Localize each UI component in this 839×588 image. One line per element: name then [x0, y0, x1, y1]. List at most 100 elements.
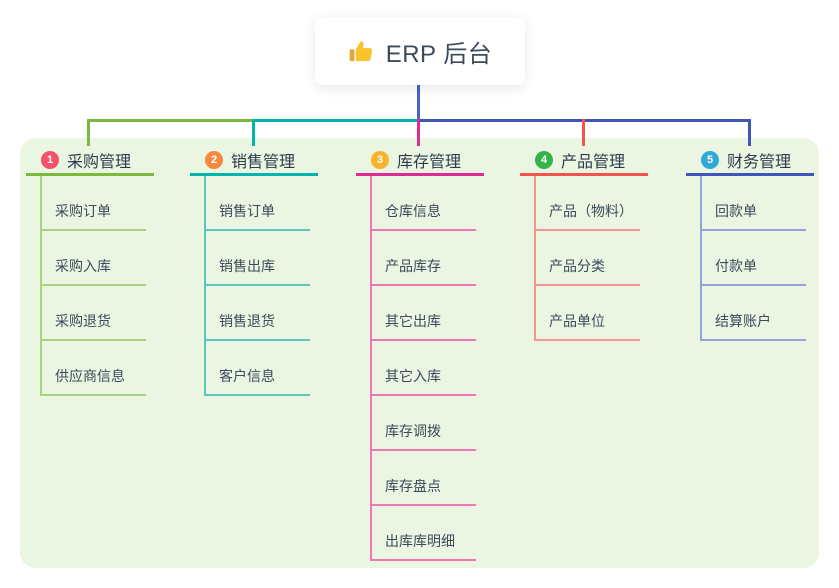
drop-line-finance [748, 119, 751, 146]
child-underline [370, 339, 476, 341]
bus-line-sales [252, 119, 419, 122]
child-node[interactable]: 产品库存 [356, 231, 484, 286]
branch-sales: 2 销售管理 销售订单 销售出库 销售退货 客户信息 [190, 146, 318, 396]
branch-header-inventory[interactable]: 3 库存管理 [356, 146, 484, 173]
child-node-label: 采购退货 [55, 313, 111, 329]
thumbs-up-icon [349, 40, 372, 61]
child-underline [204, 284, 310, 286]
child-node-label: 采购订单 [55, 203, 111, 219]
child-underline [370, 559, 476, 561]
branch-spine-line [700, 176, 702, 341]
child-node-label: 其它入库 [385, 368, 441, 384]
child-node[interactable]: 销售出库 [190, 231, 318, 286]
child-underline [40, 339, 146, 341]
branch-spine-line [534, 176, 536, 341]
bus-line-purchase [87, 119, 254, 122]
child-node-label: 销售订单 [219, 203, 275, 219]
child-underline [700, 229, 806, 231]
child-underline [40, 394, 146, 396]
drop-line-sales [252, 119, 255, 146]
child-underline [370, 394, 476, 396]
branch-label: 采购管理 [67, 153, 132, 171]
child-node-label: 供应商信息 [55, 368, 125, 384]
child-underline [40, 284, 146, 286]
child-node-label: 客户信息 [219, 368, 275, 384]
branch-header-finance[interactable]: 5 财务管理 [686, 146, 814, 173]
branch-number-badge: 4 [535, 150, 553, 169]
branch-label: 财务管理 [727, 153, 792, 171]
branch-label: 销售管理 [231, 153, 296, 171]
child-node-label: 产品（物料） [549, 203, 633, 219]
branch-finance: 5 财务管理 回款单 付款单 结算账户 [686, 146, 814, 341]
child-node-label: 产品库存 [385, 258, 441, 274]
child-node-label: 销售出库 [219, 258, 275, 274]
branch-number-badge: 5 [701, 150, 719, 169]
child-node[interactable]: 产品单位 [520, 286, 648, 341]
drop-line-product [582, 119, 585, 146]
child-node[interactable]: 采购退货 [26, 286, 154, 341]
child-node[interactable]: 回款单 [686, 176, 814, 231]
child-node-label: 出库库明细 [385, 533, 455, 549]
child-underline [700, 339, 806, 341]
child-node[interactable]: 销售订单 [190, 176, 318, 231]
child-underline [40, 229, 146, 231]
branch-spine-line [370, 176, 372, 561]
child-node-label: 产品单位 [549, 313, 605, 329]
root-node[interactable]: ERP 后台 [315, 17, 525, 85]
child-underline [370, 449, 476, 451]
branch-header-purchase[interactable]: 1 采购管理 [26, 146, 154, 173]
child-node-label: 其它出库 [385, 313, 441, 329]
child-node[interactable]: 采购入库 [26, 231, 154, 286]
child-node-label: 仓库信息 [385, 203, 441, 219]
child-underline [534, 339, 640, 341]
child-node[interactable]: 付款单 [686, 231, 814, 286]
child-underline [204, 229, 310, 231]
branch-inventory: 3 库存管理 仓库信息 产品库存 其它出库 其它入库 库存调拨 [356, 146, 484, 561]
child-underline [534, 229, 640, 231]
child-node[interactable]: 产品分类 [520, 231, 648, 286]
child-underline [204, 339, 310, 341]
branch-underline [520, 173, 648, 176]
child-node-label: 采购入库 [55, 258, 111, 274]
root-connector-line [417, 85, 420, 121]
child-node[interactable]: 其它出库 [356, 286, 484, 341]
branch-underline [686, 173, 814, 176]
branches-background-panel [20, 138, 819, 568]
child-underline [204, 394, 310, 396]
child-underline [370, 284, 476, 286]
branch-label: 产品管理 [561, 153, 626, 171]
branch-header-sales[interactable]: 2 销售管理 [190, 146, 318, 173]
child-underline [700, 284, 806, 286]
child-node[interactable]: 库存盘点 [356, 451, 484, 506]
branch-label: 库存管理 [397, 153, 462, 171]
child-underline [370, 504, 476, 506]
child-node[interactable]: 产品（物料） [520, 176, 648, 231]
child-node-label: 产品分类 [549, 258, 605, 274]
child-node[interactable]: 结算账户 [686, 286, 814, 341]
child-node[interactable]: 客户信息 [190, 341, 318, 396]
child-node-label: 销售退货 [219, 313, 275, 329]
child-node[interactable]: 采购订单 [26, 176, 154, 231]
child-node[interactable]: 销售退货 [190, 286, 318, 341]
child-node-label: 回款单 [715, 203, 757, 219]
child-node[interactable]: 供应商信息 [26, 341, 154, 396]
child-underline [534, 284, 640, 286]
branch-header-product[interactable]: 4 产品管理 [520, 146, 648, 173]
branch-number-badge: 2 [205, 150, 223, 169]
child-underline [370, 229, 476, 231]
drop-line-inventory [417, 119, 420, 146]
child-node[interactable]: 其它入库 [356, 341, 484, 396]
branch-spine-line [40, 176, 42, 396]
root-node-label: ERP 后台 [385, 40, 493, 68]
child-node[interactable]: 仓库信息 [356, 176, 484, 231]
child-node-label: 库存调拨 [385, 423, 441, 439]
child-node[interactable]: 库存调拨 [356, 396, 484, 451]
branch-number-badge: 1 [41, 150, 59, 169]
branch-underline [190, 173, 318, 176]
child-node-label: 库存盘点 [385, 478, 441, 494]
branch-number-badge: 3 [371, 150, 389, 169]
child-node[interactable]: 出库库明细 [356, 506, 484, 561]
branch-purchase: 1 采购管理 采购订单 采购入库 采购退货 供应商信息 [26, 146, 154, 396]
branch-spine-line [204, 176, 206, 396]
